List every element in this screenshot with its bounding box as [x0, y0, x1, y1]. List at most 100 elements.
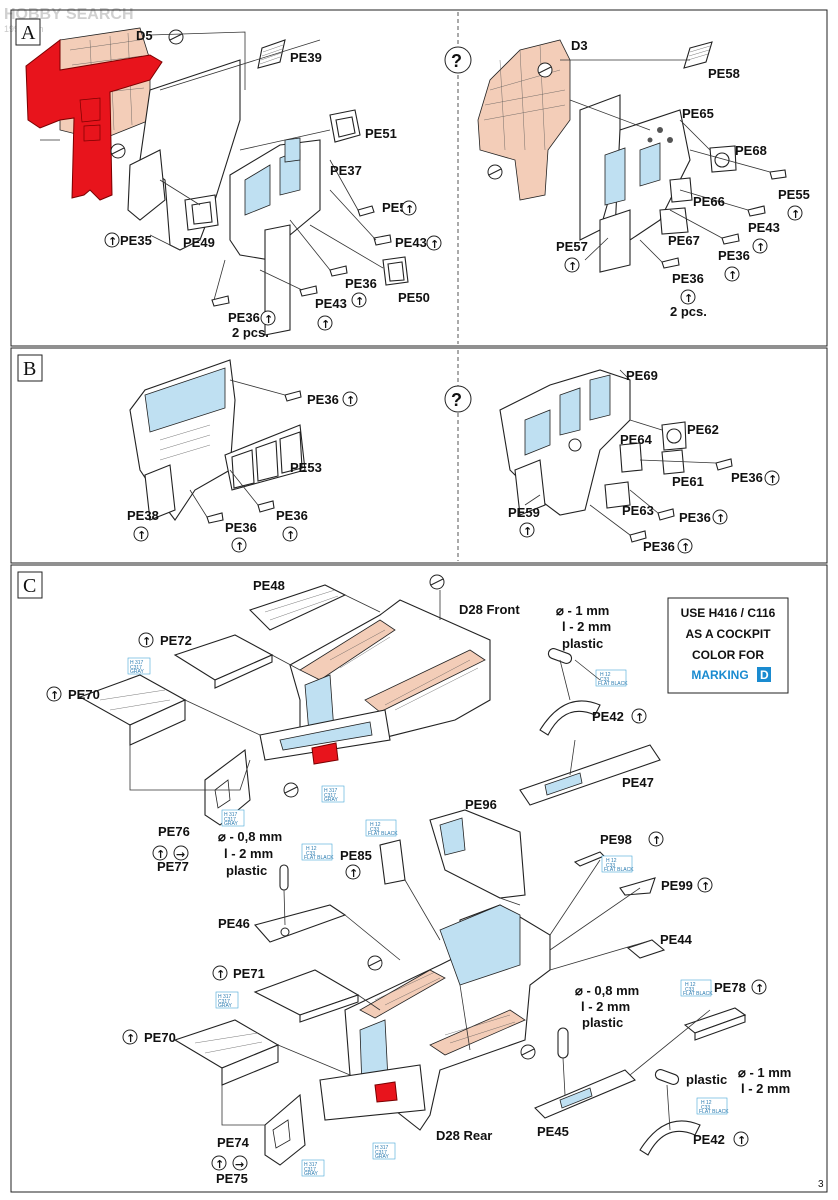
svg-text:PE66: PE66 — [693, 194, 725, 209]
svg-text:2 pcs.: 2 pcs. — [232, 325, 269, 340]
pe43-pin-b — [299, 285, 318, 297]
svg-text:↑: ↑ — [126, 1032, 135, 1045]
svg-text:?: ? — [451, 51, 462, 71]
svg-text:↑: ↑ — [156, 848, 165, 861]
section-a-frame — [10, 9, 828, 347]
svg-text:PE74: PE74 — [217, 1135, 250, 1150]
svg-text:→: → — [176, 848, 185, 861]
red-highlighted-part — [311, 742, 339, 765]
svg-text:GRAY: GRAY — [324, 797, 338, 803]
pe36-pin-b2 — [257, 500, 275, 513]
svg-text:H 12: H 12 — [600, 672, 611, 678]
svg-text:PE36: PE36 — [276, 508, 308, 523]
pe38-part — [144, 464, 176, 521]
svg-text:PE70: PE70 — [68, 687, 100, 702]
color-tag-black: H 12 C33 FLAT BLACK — [680, 979, 713, 997]
svg-text:PE43: PE43 — [395, 235, 427, 250]
pe74-part — [264, 1093, 306, 1166]
svg-text:↑: ↑ — [108, 235, 117, 248]
svg-text:↑: ↑ — [701, 880, 710, 893]
pe36-pin-br1 — [715, 458, 733, 471]
svg-text:FLAT BLACK: FLAT BLACK — [368, 831, 398, 837]
svg-text:↑: ↑ — [215, 1158, 224, 1171]
plastic-rod — [654, 1069, 680, 1085]
pe96-panel — [429, 809, 526, 899]
svg-text:l - 2 mm: l - 2 mm — [224, 846, 273, 861]
svg-text:D: D — [760, 668, 769, 682]
svg-text:↑: ↑ — [264, 313, 273, 326]
plastic-rod — [547, 648, 573, 664]
svg-text:C33: C33 — [606, 863, 615, 869]
svg-text:GRAY: GRAY — [130, 669, 144, 675]
color-tag-gray: H 317 C317 GRAY — [301, 1159, 325, 1177]
svg-text:PE45: PE45 — [537, 1124, 569, 1139]
svg-text:↑: ↑ — [791, 208, 800, 221]
pe64-frame — [619, 442, 643, 473]
section-b-right-labels: PE69 PE62 PE64 PE61 PE36 PE59 PE63 PE36 … — [508, 368, 763, 554]
svg-text:H 317: H 317 — [218, 994, 232, 1000]
svg-text:↑: ↑ — [635, 711, 644, 724]
svg-text:C33: C33 — [370, 827, 379, 833]
marking-letter-badge — [757, 667, 771, 682]
section-c-top-assembly: H 317 C317 GRAY H 317 C317 GRAY H 317 C3… — [78, 574, 661, 827]
install-symbols-b-left: ↑ ↑ ↑ ↑ — [133, 391, 358, 553]
color-tag-gray: H 317 C317 GRAY — [321, 785, 345, 803]
svg-text:H 317: H 317 — [375, 1145, 389, 1151]
svg-text:↑: ↑ — [768, 473, 777, 486]
svg-text:PE55: PE55 — [778, 187, 810, 202]
svg-text:C317: C317 — [304, 1167, 316, 1173]
svg-text:C317: C317 — [218, 999, 230, 1005]
color-tag-gray: H 317 C317 GRAY — [372, 1142, 396, 1160]
install-symbols-c-top: ↑ ↑ ↑ → ↑ — [46, 632, 647, 861]
svg-text:↑: ↑ — [137, 529, 146, 542]
svg-text:plastic: plastic — [686, 1072, 727, 1087]
svg-text:PE51: PE51 — [365, 126, 397, 141]
svg-text:C317: C317 — [224, 817, 236, 823]
svg-text:↑: ↑ — [652, 834, 661, 847]
svg-text:GRAY: GRAY — [218, 1003, 232, 1009]
svg-text:PE65: PE65 — [682, 106, 714, 121]
color-tag-gray: H 317 C317 GRAY — [127, 657, 151, 675]
pe59-part — [514, 459, 546, 516]
svg-text:PE53: PE53 — [290, 460, 322, 475]
svg-text:↑: ↑ — [346, 394, 355, 407]
install-symbols-c-bottom: ↑ ↑ ↑ ↑ ↑ ↑ ↑ ↑ → — [122, 831, 767, 1171]
section-b-badge: B — [17, 354, 43, 382]
svg-text:PE36: PE36 — [228, 310, 260, 325]
svg-text:PE67: PE67 — [668, 233, 700, 248]
svg-text:↑: ↑ — [684, 292, 693, 305]
section-a-right-labels: D3 PE58 PE65 PE68 PE55 PE66 PE43 PE67 PE… — [556, 38, 810, 319]
svg-text:PE36: PE36 — [225, 520, 257, 535]
svg-text:PE42: PE42 — [592, 709, 624, 724]
section-c-top-labels: PE48 D28 Front PE72 PE70 PE76 PE77 PE42 … — [68, 578, 654, 874]
svg-text:FLAT BLACK: FLAT BLACK — [604, 867, 634, 873]
install-symbols-a-left: ↑ ↑ ↑ ↑ ↑ ↑ — [104, 200, 442, 331]
section-a-badge: A — [15, 18, 41, 46]
install-symbols-a-right: ↑ ↑ ↑ ↑ ↑ — [564, 205, 803, 305]
svg-text:C317: C317 — [324, 793, 336, 799]
svg-text:↑: ↑ — [430, 238, 439, 251]
pe58-part — [683, 41, 713, 69]
svg-text:↑: ↑ — [50, 689, 59, 702]
svg-text:GRAY: GRAY — [375, 1154, 389, 1160]
pe61-frame — [661, 449, 685, 475]
svg-text:plastic: plastic — [582, 1015, 623, 1030]
svg-text:↑: ↑ — [728, 269, 737, 282]
section-b-left-labels: PE36 PE53 PE38 PE36 PE36 — [127, 392, 339, 535]
svg-text:↑: ↑ — [405, 203, 414, 216]
svg-text:B: B — [23, 358, 36, 380]
pe36-pin-br2 — [657, 508, 675, 521]
install-symbols-b-right: ↑ ↑ ↑ ↑ — [519, 470, 780, 554]
svg-text:PE39: PE39 — [290, 50, 322, 65]
pe67-frame — [659, 207, 689, 235]
svg-text:D5: D5 — [136, 28, 153, 43]
svg-text:l - 2 mm: l - 2 mm — [562, 619, 611, 634]
svg-text:PE35: PE35 — [120, 233, 152, 248]
svg-text:plastic: plastic — [226, 863, 267, 878]
d28-front-tub — [289, 599, 491, 741]
pe44-part — [626, 939, 666, 959]
svg-text:↑: ↑ — [756, 241, 765, 254]
svg-text:PE36: PE36 — [679, 510, 711, 525]
svg-text:H 12: H 12 — [306, 846, 317, 852]
